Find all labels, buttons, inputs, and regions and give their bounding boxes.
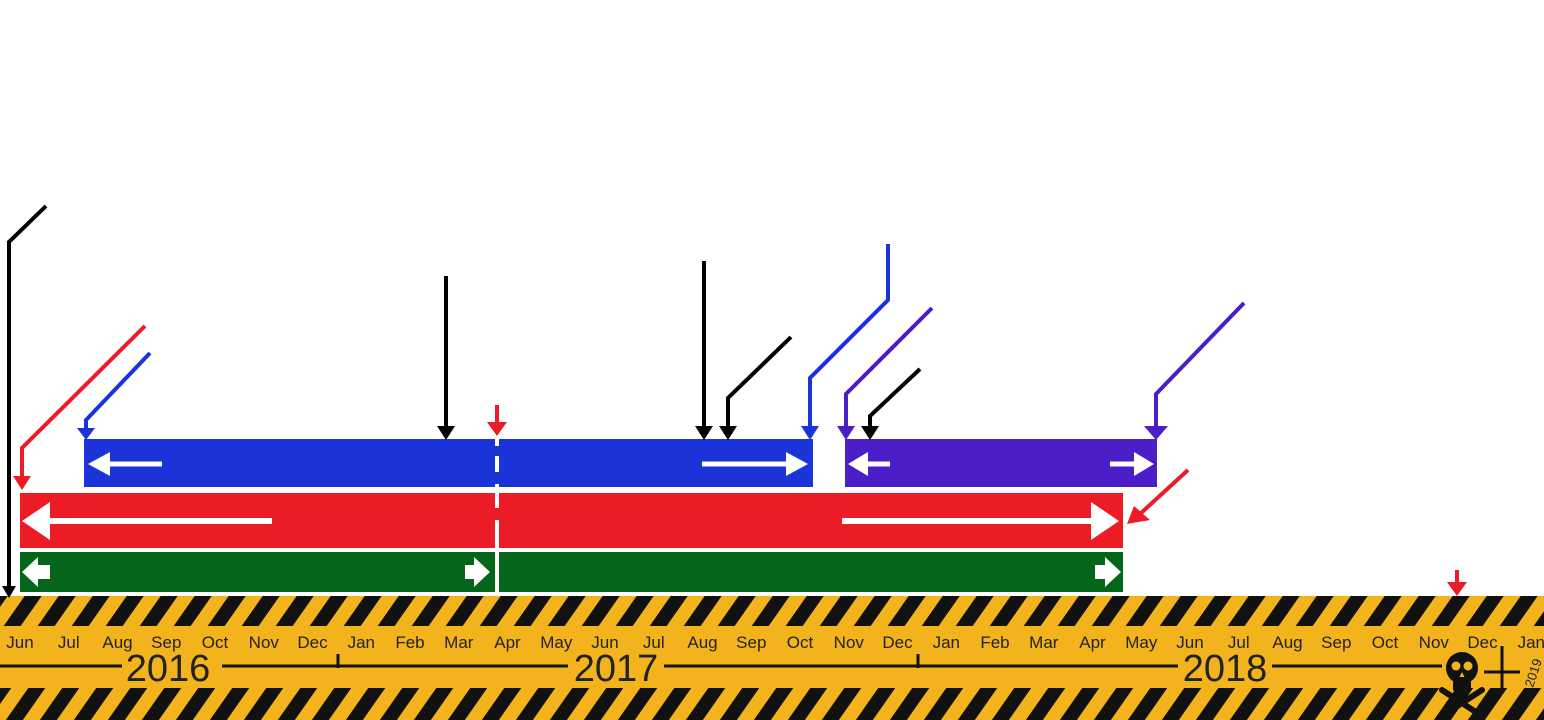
arrow-down-icon [487,422,507,436]
arrow-down-icon [861,426,879,440]
timeline-axis: Jun Jul Aug Sep Oct Nov Dec Jan Feb Mar Apr May Jun J… [0,596,1544,720]
year-label-2018: 2018 [1183,648,1268,690]
arrow-right-icon [786,452,808,476]
month-label: Jun [6,633,33,652]
arrow-left-icon [22,557,50,587]
arrow-down-left-icon [1127,506,1150,524]
month-label: Sep [1321,633,1351,652]
month-label: Aug [102,633,132,652]
month-label: Jan [933,633,960,652]
month-label: Oct [1372,633,1399,652]
arrow-left-icon [88,452,110,476]
month-label: Feb [395,633,424,652]
arrow-right-icon [1095,557,1121,587]
month-label: Dec [297,633,328,652]
blue-pointer-line [84,351,152,432]
month-label: Apr [494,633,521,652]
year-label-2017: 2017 [574,648,659,690]
red-period-bar [20,493,1123,548]
purple-pointer-line [844,306,934,430]
arrow-left-icon [22,502,50,540]
month-label: Nov [834,633,865,652]
hazard-stripes-bottom [0,688,1544,720]
skull-crossbones-icon [1439,652,1485,719]
red-pointer-line [20,324,147,478]
month-label: Aug [687,633,717,652]
arrow-right-icon [1134,452,1154,476]
arrow-down-icon [837,426,855,440]
arrow-down-icon [719,426,737,440]
month-label: Jul [643,633,665,652]
arrow-down-icon [1144,426,1168,440]
hazard-stripes-top [0,596,1544,626]
month-label: Mar [1029,633,1059,652]
arrow-down-icon [695,426,713,440]
month-label: Sep [736,633,766,652]
blue-period-bar [84,439,813,487]
arrow-right-icon [465,557,490,587]
arrow-left-icon [848,452,868,476]
red-pointer-line [1138,468,1190,516]
purple-pointer-line [1154,301,1246,430]
month-label: Jul [1228,633,1250,652]
year-label-2016: 2016 [126,648,211,690]
black-pointer-line [868,367,922,430]
month-label: Oct [787,633,814,652]
year-line [0,646,1520,690]
month-label: May [540,633,573,652]
month-labels: Jun Jul Aug Sep Oct Nov Dec Jan Feb Mar Apr May Jun J… [6,633,1544,652]
month-label: Sep [151,633,181,652]
month-label: Jan [348,633,375,652]
month-label: Jun [591,633,618,652]
month-label: Apr [1079,633,1106,652]
month-label: Jun [1176,633,1203,652]
arrow-down-icon [1447,582,1467,596]
month-label: Feb [980,633,1009,652]
month-label: Nov [1419,633,1450,652]
black-pointer-line [7,204,48,590]
month-label: Nov [249,633,280,652]
arrow-down-icon [437,426,455,440]
month-label: Dec [1467,633,1498,652]
month-label: Jan [1518,633,1544,652]
month-label: Mar [444,633,474,652]
blue-pointer-line [808,244,890,430]
arrow-right-icon [1091,502,1119,540]
month-label: Jul [58,633,80,652]
black-pointer-line [726,335,793,430]
purple-period-bar [845,439,1157,487]
arrow-down-icon [13,476,31,490]
month-label: Oct [202,633,229,652]
year-label-2019: 2019 [1522,657,1544,689]
month-label: Dec [882,633,913,652]
month-label: Aug [1272,633,1302,652]
arrow-down-icon [77,428,95,440]
arrow-down-icon [801,426,819,440]
month-label: May [1125,633,1158,652]
pointer-arrowheads [2,422,1467,598]
arrow-down-icon [2,586,16,598]
green-period-bar [20,552,1123,592]
